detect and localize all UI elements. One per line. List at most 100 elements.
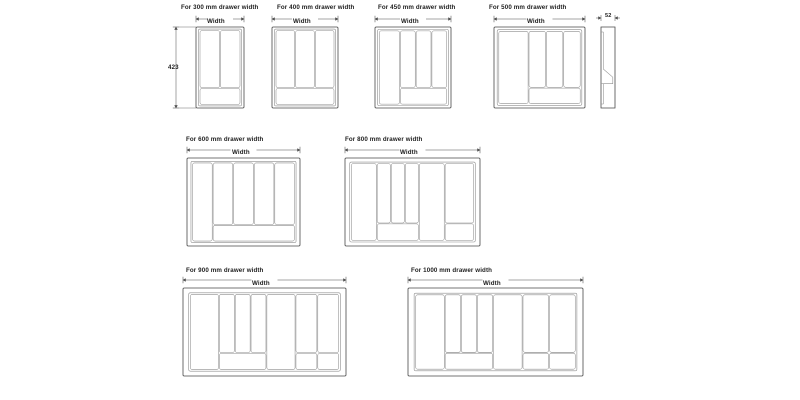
dimension-label-height-423: 423 [168, 64, 179, 71]
dimension-arrow-head [271, 17, 275, 21]
compartment-v400-slot-3 [314, 30, 335, 88]
dimension-label-width-800: Width [400, 149, 418, 156]
caption-500: For 500 mm drawer width [489, 4, 567, 11]
compartment-v900-bottom-tray [219, 353, 267, 370]
compartment-v1000-col-4-full [493, 294, 523, 370]
dimension-arrow-head [407, 278, 411, 282]
dimension-arrow-head [614, 16, 618, 20]
dimension-label-width-900: Width [252, 280, 270, 287]
dimension-label-width-400: Width [293, 18, 311, 25]
dimension-label-depth-52: 52 [605, 13, 612, 19]
compartment-v1000-slot-1 [444, 294, 461, 353]
compartment-v900-slot-3 [250, 294, 267, 353]
dimension-arrow-head [344, 148, 348, 152]
tray-inner-wall-v900 [188, 292, 341, 372]
tray-inner-wall-v400 [274, 28, 336, 107]
compartment-v900-col-6-short [317, 353, 339, 370]
compartment-v900-col-4-full [266, 294, 296, 370]
compartment-v600-bottom-tray [212, 225, 295, 242]
dimension-arrow-head [186, 148, 190, 152]
compartment-v1000-col-0-full [415, 294, 445, 370]
compartment-v1000-col-6-short [549, 352, 576, 370]
compartment-v600-slot-2 [233, 162, 254, 225]
compartment-v600-slot-3 [253, 162, 275, 225]
caption-1000: For 1000 mm drawer width [411, 267, 493, 274]
compartment-v300-slot-1 [199, 30, 220, 88]
compartment-v400-bottom-tray [275, 88, 335, 105]
tray-outer-frame-v450 [374, 26, 452, 109]
compartment-v800-bottom-tray [376, 223, 419, 241]
side-view-inner-profile [603, 32, 614, 104]
caption-600: For 600 mm drawer width [186, 136, 264, 143]
dimension-arrow-head [182, 278, 186, 282]
compartment-v400-slot-2 [295, 30, 315, 88]
compartment-v450-bottom-tray [400, 88, 448, 105]
tray-inner-wall-v500 [496, 29, 583, 106]
tray-inner-wall-v1000 [413, 292, 578, 372]
compartment-v400-slot-1 [275, 30, 296, 88]
tray-inner-wall-v800 [349, 161, 476, 243]
caption-400: For 400 mm drawer width [277, 4, 355, 11]
compartment-v500-left-tall [498, 31, 529, 104]
compartment-v500-slot-3 [563, 31, 581, 88]
compartment-v900-col-5-tall [295, 294, 318, 353]
caption-300: For 300 mm drawer width [181, 4, 259, 11]
dimension-arrow-head [174, 26, 178, 30]
tray-outer-frame-v300 [195, 26, 245, 109]
compartment-v450-slot-2 [415, 30, 432, 88]
compartment-v1000-slot-2 [461, 294, 477, 353]
compartment-v1000-bottom-tray [444, 352, 493, 370]
compartment-v800-col-0-full [351, 163, 377, 241]
compartment-v600-left-tall [192, 162, 213, 242]
compartment-v800-col-4-full [418, 163, 445, 241]
dimension-label-width-1000: Width [483, 280, 501, 287]
compartment-v1000-col-6-tall [549, 294, 576, 353]
compartment-v450-left-tall [378, 30, 400, 105]
compartment-v800-slot-2 [390, 163, 405, 224]
dimension-arrow-head [335, 17, 339, 21]
tray-outer-frame-v800 [344, 157, 481, 247]
compartment-v900-slot-1 [219, 294, 235, 353]
dimension-arrow-head [343, 278, 347, 282]
compartment-v1000-col-5-tall [522, 294, 549, 353]
compartment-v1000-col-5-short [522, 352, 549, 370]
tray-outer-frame-v1000 [407, 287, 584, 377]
compartment-v500-slot-2 [546, 31, 564, 88]
dimension-arrow-head [598, 16, 602, 20]
compartment-v900-col-5-short [295, 353, 318, 370]
tray-inner-wall-v600 [190, 161, 297, 243]
dimension-arrow-head [241, 17, 245, 21]
dimension-label-width-600: Width [232, 149, 250, 156]
compartment-v450-slot-3 [431, 30, 448, 88]
dimension-label-width-450: Width [401, 18, 419, 25]
dimension-arrow-head [448, 17, 452, 21]
dimension-arrow-head [174, 105, 178, 109]
tray-outer-frame-v900 [182, 287, 347, 377]
compartment-v900-col-0-full [190, 294, 219, 370]
tray-inner-wall-v450 [377, 28, 449, 107]
compartment-v1000-slot-3 [477, 294, 493, 353]
compartment-v800-slot-1 [376, 163, 391, 224]
compartment-v600-slot-4 [274, 162, 295, 225]
dimension-label-width-300: Width [207, 18, 225, 25]
caption-900: For 900 mm drawer width [186, 267, 264, 274]
compartment-v500-bottom-tray [528, 87, 581, 104]
compartment-v600-slot-1 [212, 162, 234, 225]
dimension-arrow-head [297, 148, 301, 152]
compartment-v300-slot-2 [220, 30, 241, 88]
side-view-outer-profile [600, 26, 616, 109]
compartment-v800-col-5-short [444, 223, 474, 241]
compartment-v800-col-5-tall [444, 163, 474, 224]
compartment-v900-slot-2 [234, 294, 251, 353]
dimension-arrow-head [582, 17, 586, 21]
compartment-v800-slot-3 [404, 163, 419, 224]
dimension-arrow-head [580, 278, 584, 282]
dimension-arrow-head [195, 17, 199, 21]
dimension-label-width-500: Width [527, 18, 545, 25]
compartment-v450-slot-1 [400, 30, 416, 88]
caption-800: For 800 mm drawer width [345, 136, 423, 143]
dimension-arrow-head [493, 17, 497, 21]
dimension-arrow-head [374, 17, 378, 21]
